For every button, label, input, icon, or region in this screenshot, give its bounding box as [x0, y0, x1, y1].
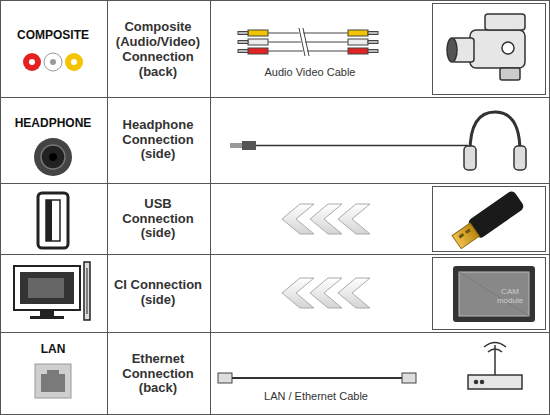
- connection-name: USB Connection (side): [109, 197, 207, 242]
- usb-port: [38, 193, 68, 248]
- composite-jacks: [23, 53, 83, 71]
- connection-name: CI Connection (side): [109, 278, 207, 308]
- tv-ci-slot: [14, 262, 90, 320]
- column-heading: COMPOSITE: [3, 29, 103, 43]
- av-cable: [238, 28, 378, 56]
- ethernet-jack: [35, 364, 71, 398]
- connection-name: Ethernet Connection (back): [109, 352, 207, 397]
- headphone-cable: [230, 141, 468, 150]
- connection-name: Composite (Audio/Video) Connection (back…: [109, 20, 207, 80]
- router-icon: [468, 343, 522, 390]
- ethernet-cable: [218, 373, 416, 383]
- cam-card: [453, 266, 535, 322]
- headphone-jack: [34, 138, 72, 176]
- column-heading: HEADPHONE: [3, 117, 103, 131]
- module-label: CAM module: [492, 287, 528, 305]
- camcorder-icon: [447, 14, 525, 80]
- insert-chevrons: [282, 204, 370, 308]
- connection-name: Headphone Connection (side): [109, 118, 207, 163]
- column-heading: LAN: [3, 343, 103, 357]
- usb-stick: [450, 190, 525, 252]
- headphones-icon: [464, 112, 526, 170]
- cable-label: LAN / Ethernet Cable: [216, 390, 416, 403]
- cable-label: Audio Video Cable: [210, 66, 410, 79]
